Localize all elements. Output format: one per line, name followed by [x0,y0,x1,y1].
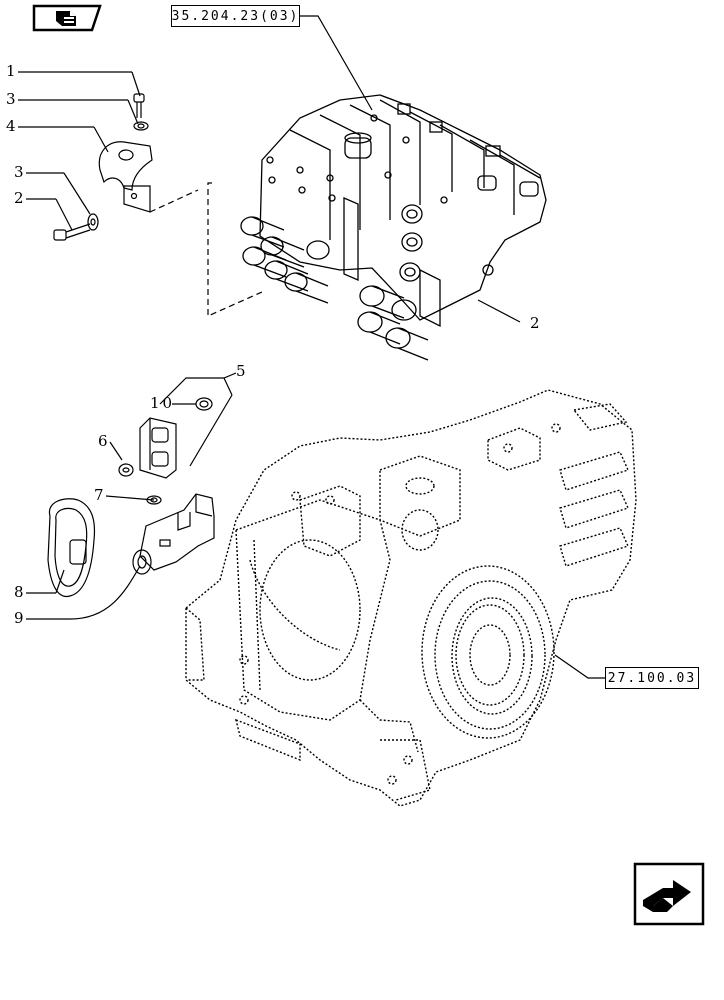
callout-5: 5 [236,362,246,380]
callout-2-side: 2 [14,189,24,207]
reference-box-bottom[interactable]: 27.100.03 [605,667,699,689]
control-valve-assembly [240,94,547,361]
leader-bottom-ref [554,654,605,679]
callout-3-top: 3 [6,90,16,108]
next-page-button[interactable] [633,862,705,926]
bracket-hardware [53,93,153,241]
next-page-arrow-icon [633,862,705,926]
book-nav-button[interactable] [32,4,102,32]
callout-4: 4 [6,117,16,135]
callout-9: 9 [14,609,24,627]
leader-top-ref [300,15,373,111]
callout-6: 6 [98,432,108,450]
callout-3-side: 3 [14,163,24,181]
callout-10: 10 [150,394,176,412]
callout-8: 8 [14,583,24,601]
callout-7: 7 [94,486,104,504]
reference-box-top[interactable]: 35.204.23(03) [171,5,300,27]
book-page-icon [32,4,102,32]
left-couplers [240,216,330,304]
callout-1: 2 [530,314,540,332]
lower-couplers [357,204,429,361]
transmission-housing [185,389,637,807]
callout-2-top: 1 [6,62,16,80]
sensor-plug-group [47,397,215,598]
